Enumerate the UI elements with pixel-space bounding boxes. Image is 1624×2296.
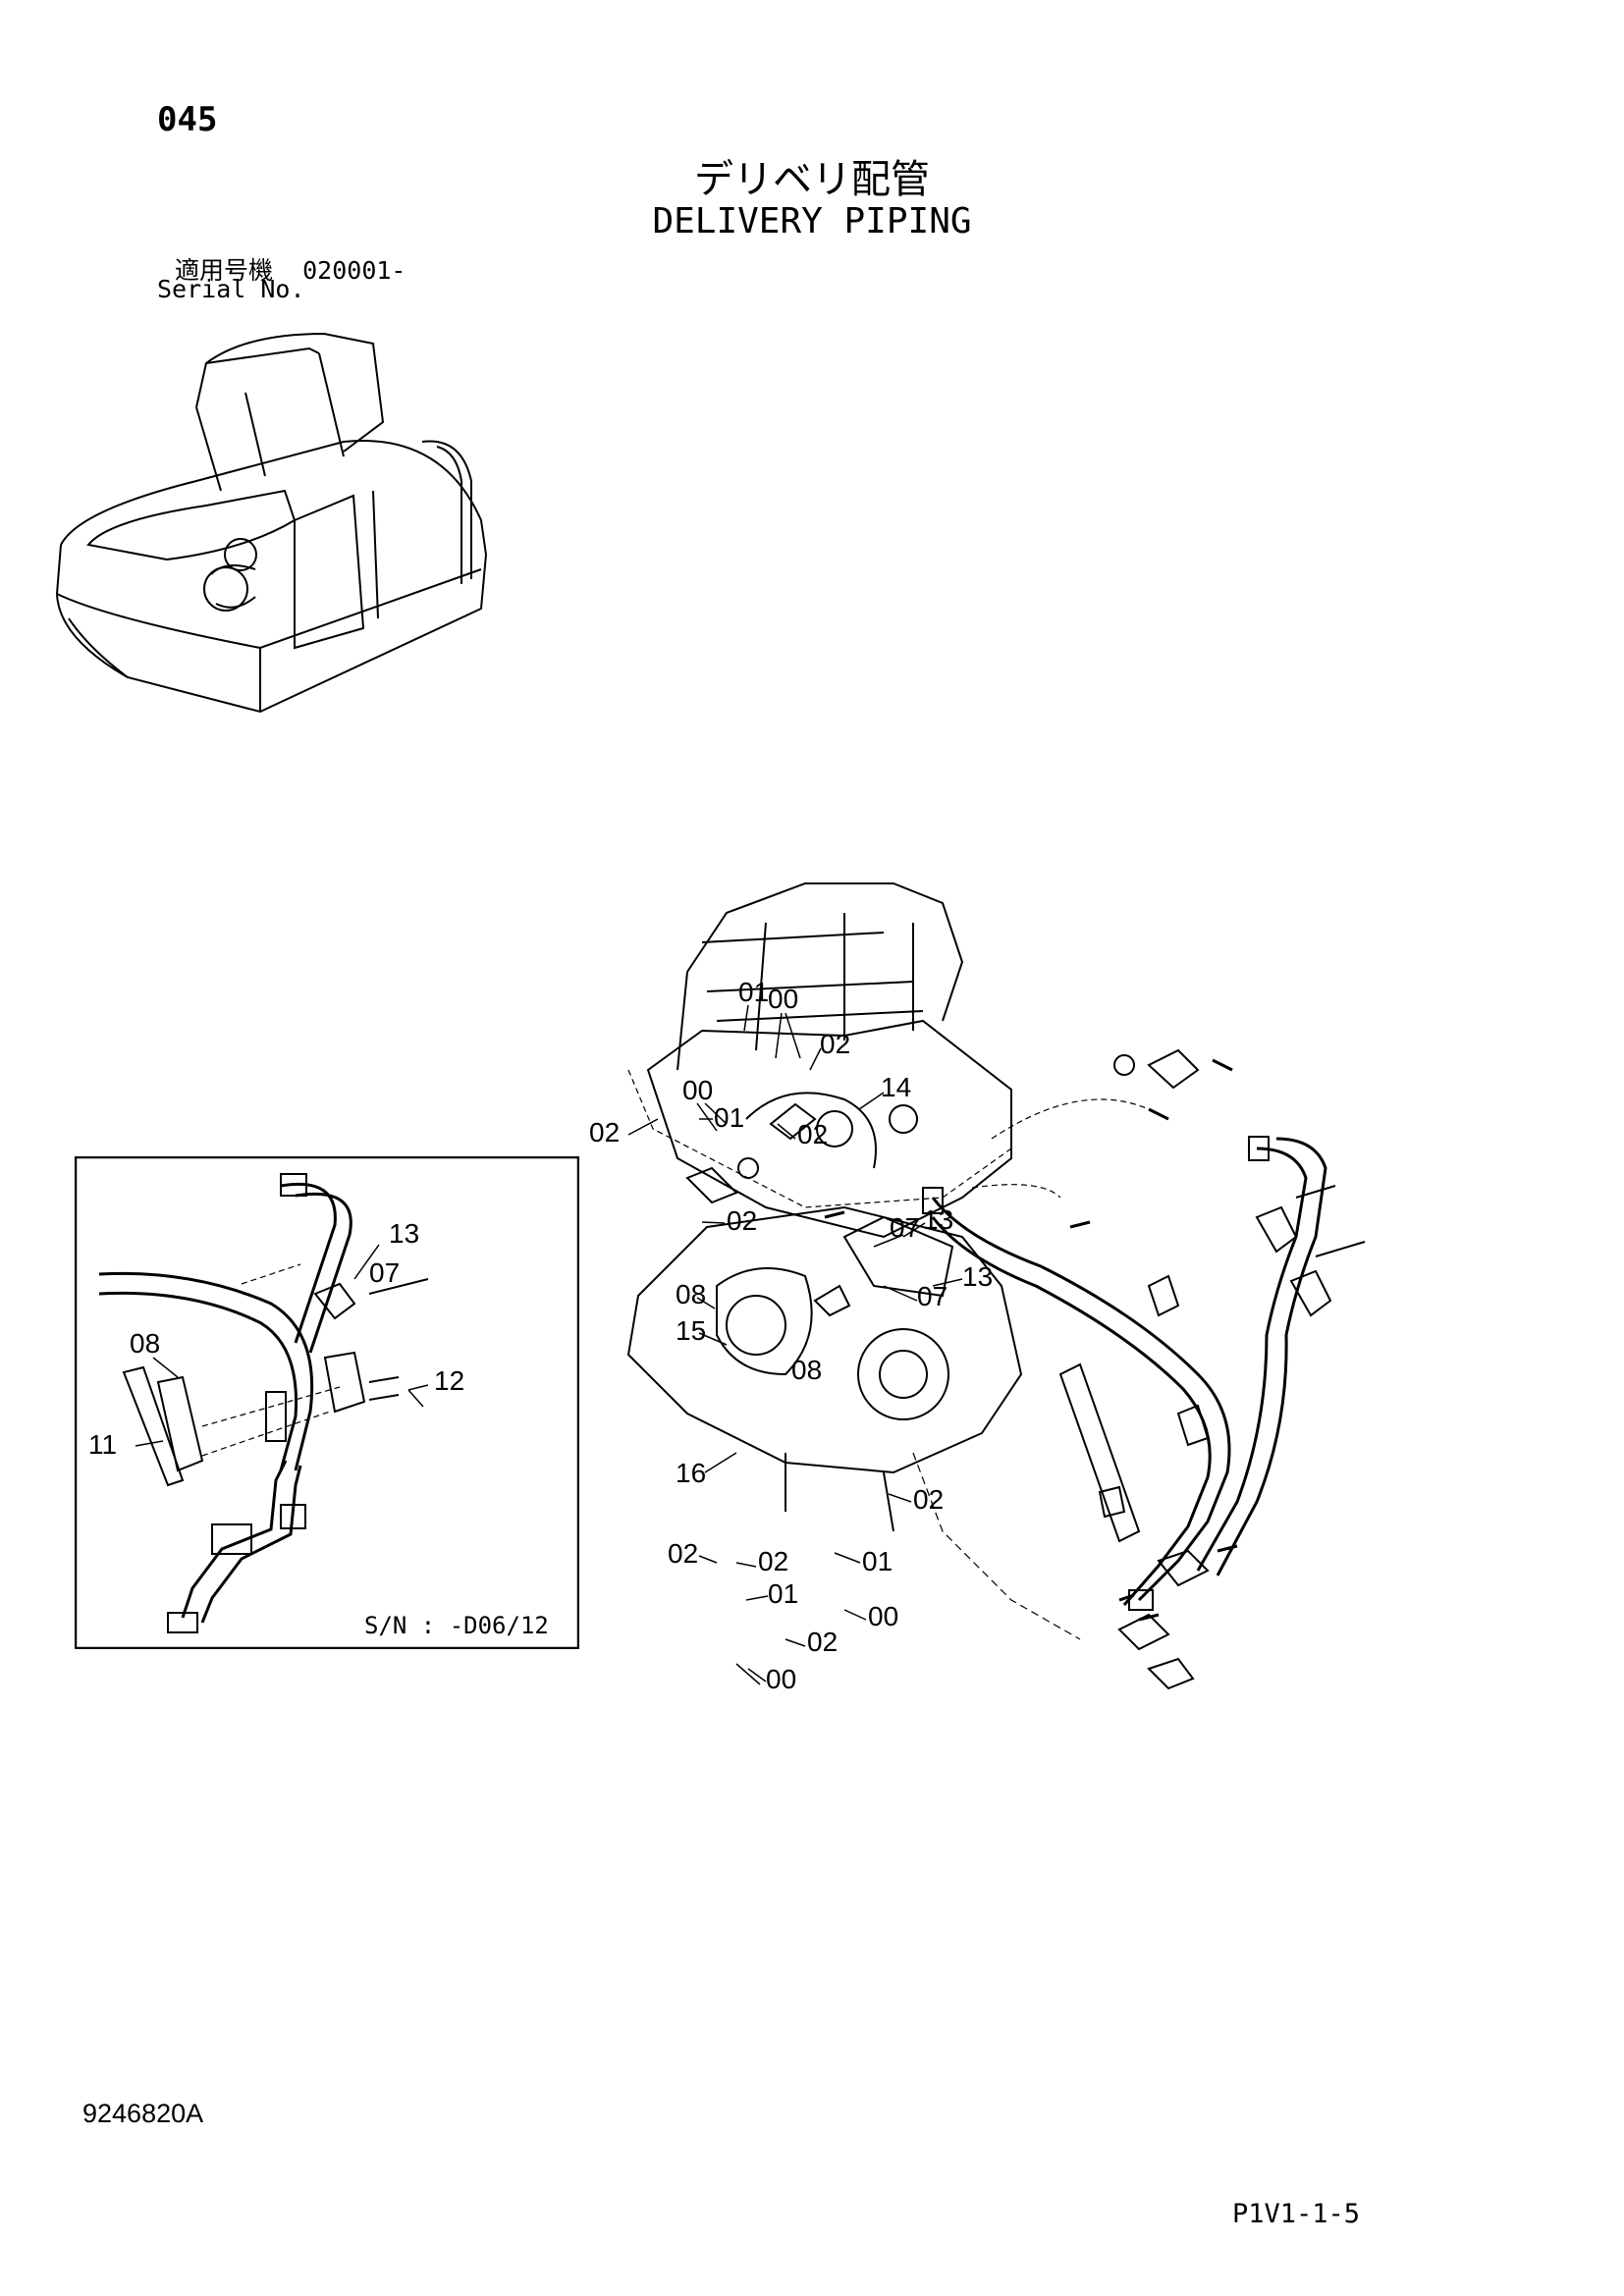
- callout-label: 16: [676, 1458, 706, 1488]
- callout-label: 13: [962, 1261, 993, 1292]
- inset-serial-note: S/N : -D06/12: [364, 1612, 549, 1639]
- page-number: 045: [157, 100, 218, 139]
- callout-label: 00: [868, 1601, 898, 1631]
- page-code: P1V1-1-5: [1232, 2199, 1361, 2229]
- callout-label: 02: [797, 1119, 828, 1149]
- callout-label: 02: [758, 1546, 788, 1576]
- serial-line-jp: 適用号機 020001-: [175, 251, 406, 287]
- callout-label: 01: [738, 977, 769, 1007]
- page-title-en: DELIVERY PIPING: [652, 201, 972, 241]
- inset-callout: 11: [88, 1429, 117, 1460]
- callout-label: 07: [917, 1281, 947, 1311]
- callout-label: 08: [676, 1279, 706, 1309]
- callout-label: 00: [766, 1664, 796, 1694]
- serial-label-en: Serial No.: [157, 275, 305, 303]
- callout-label: 15: [676, 1315, 706, 1346]
- callout-label: 01: [714, 1102, 744, 1133]
- callout-label: 02: [807, 1627, 838, 1657]
- page-title-jp: デリベリ配管: [694, 157, 930, 202]
- serial-label-jp: 適用号機: [175, 256, 274, 285]
- callout-label: 01: [862, 1546, 893, 1576]
- inset-detail-drawing: 13 07 08 12 11 S/N : -D06/12: [75, 1156, 579, 1649]
- inset-callout: 12: [434, 1365, 464, 1396]
- callout-label: 08: [791, 1355, 822, 1385]
- inset-callout: 13: [389, 1218, 419, 1249]
- callout-label: 01: [768, 1578, 798, 1609]
- callout-label: 00: [682, 1075, 713, 1105]
- callout-label: 02: [820, 1029, 850, 1059]
- serial-value: 020001-: [302, 256, 406, 285]
- inset-callout: 07: [369, 1257, 400, 1288]
- callout-label: 13: [923, 1204, 953, 1235]
- delivery-piping-exploded-view: 01 00 02 14 00 01 02 02 02 13 07 13 07 0…: [589, 882, 1366, 1694]
- callout-label: 00: [768, 984, 798, 1014]
- excavator-overview-drawing: [55, 332, 487, 714]
- inset-frame: [75, 1156, 579, 1649]
- callout-label: 02: [589, 1117, 620, 1148]
- inset-callout: 08: [130, 1328, 160, 1359]
- callout-label: 14: [881, 1072, 911, 1102]
- callout-label: 02: [668, 1538, 698, 1569]
- callout-label: 02: [913, 1484, 944, 1515]
- callout-label: 02: [727, 1205, 757, 1236]
- document-number: 9246820A: [82, 2099, 204, 2128]
